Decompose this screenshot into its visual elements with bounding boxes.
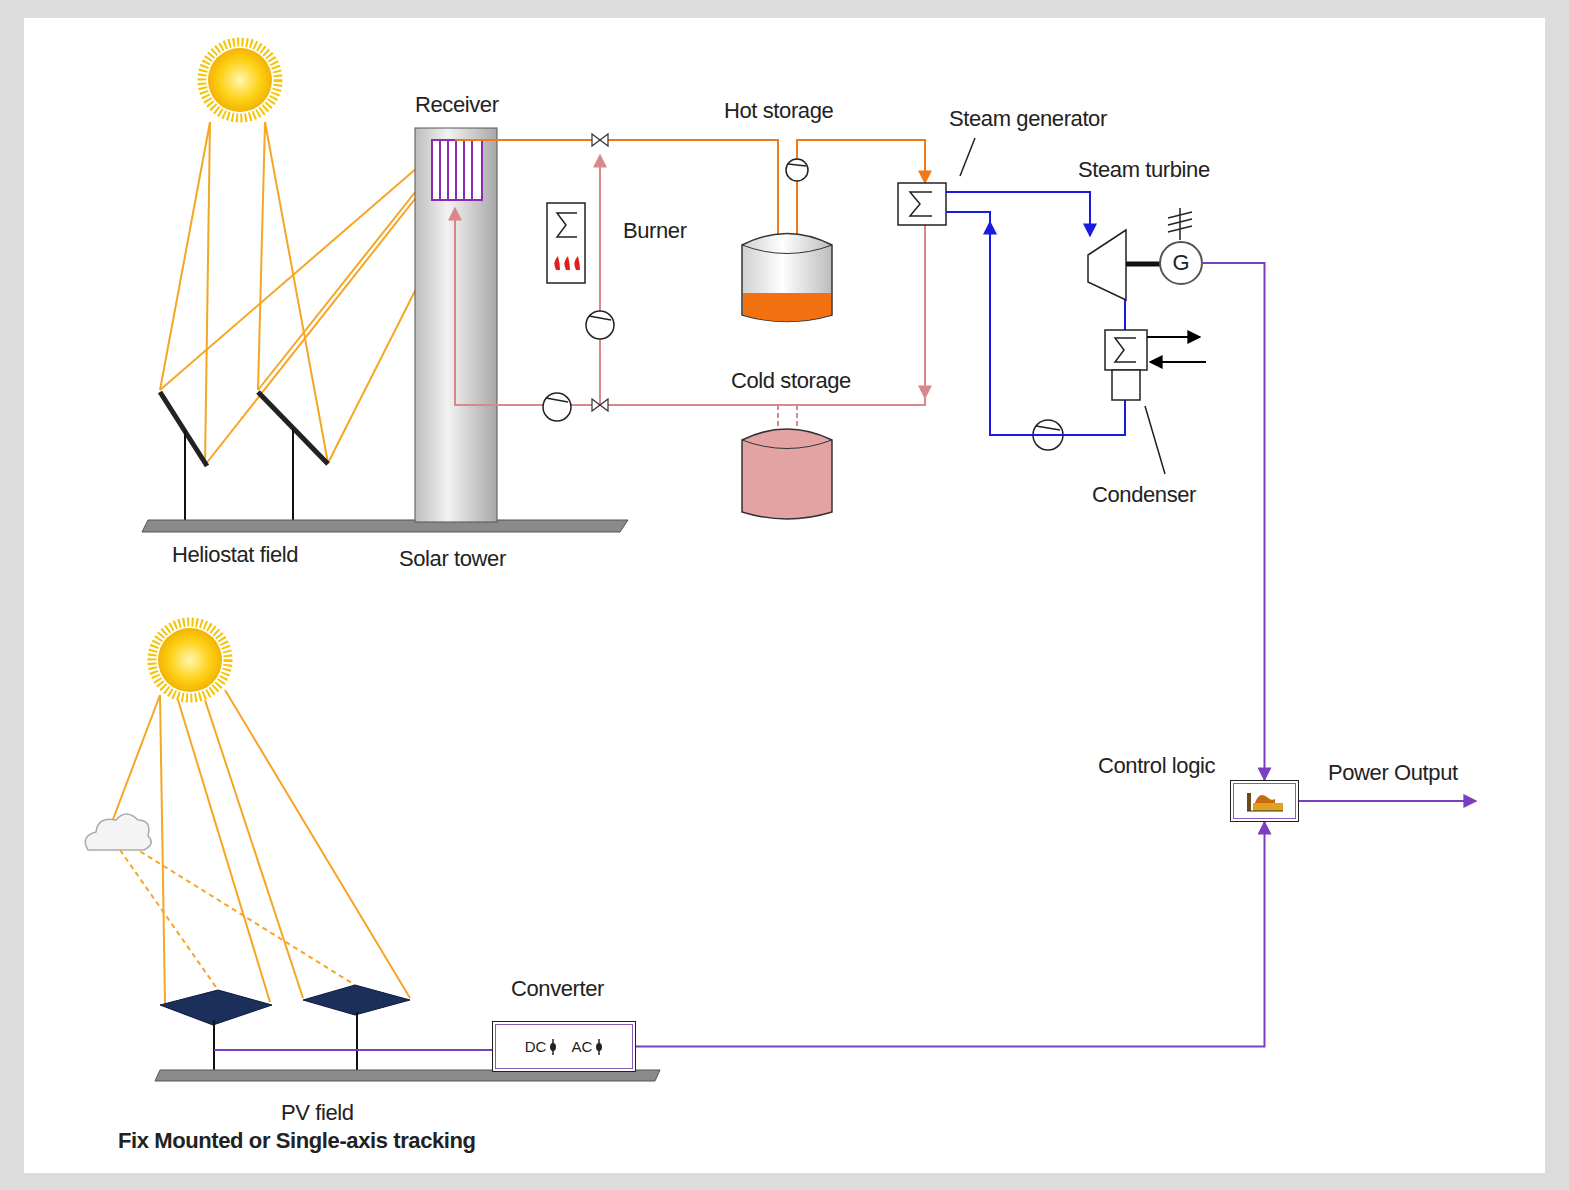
part-label: Hot storage	[724, 98, 833, 123]
part-label: Solar tower	[399, 546, 506, 571]
steam-turbine	[1088, 208, 1192, 300]
heliostats	[142, 392, 628, 532]
condenser	[1105, 330, 1206, 400]
cold-tank	[742, 429, 832, 519]
node-heading: Converter	[511, 976, 604, 1001]
power-wire	[1203, 263, 1265, 780]
converter-box: ConverterDCAC	[492, 1021, 636, 1072]
part-label: Cold storage	[731, 368, 851, 393]
water-loop	[946, 192, 1125, 435]
steam-generator	[898, 183, 946, 225]
node-text-group: G	[1172, 250, 1189, 276]
leader-line	[1145, 406, 1165, 474]
control-logic-box: Control logic	[1230, 780, 1299, 822]
pumps	[543, 159, 1063, 450]
node-content: DC AC	[493, 1022, 635, 1071]
cloud	[85, 814, 151, 850]
salt-loop	[455, 140, 925, 500]
terminal-symbol	[549, 1039, 557, 1055]
control-icon	[1245, 789, 1285, 813]
generator-letter: G	[1172, 250, 1189, 276]
valves	[592, 134, 608, 411]
pv-sun	[152, 622, 228, 698]
node-content	[1231, 781, 1298, 821]
part-label: Heliostat field	[172, 542, 298, 567]
node-content: G	[1161, 243, 1201, 283]
part-label: Burner	[623, 218, 687, 243]
power-output-arrow	[1299, 800, 1476, 802]
generator-circle: G	[1159, 241, 1203, 285]
part-label: Steam generator	[949, 106, 1107, 131]
converter-side: AC	[571, 1038, 592, 1055]
part-label: Power Output	[1328, 760, 1458, 785]
panel	[24, 18, 1545, 1173]
node-heading: Control logic	[1098, 753, 1215, 778]
part-label: Fix Mounted or Single-axis tracking	[118, 1128, 476, 1153]
hot-tank	[742, 234, 832, 322]
csp-sun	[202, 42, 278, 118]
node-text-group: AC	[571, 1038, 603, 1055]
leader-line	[960, 138, 975, 176]
terminal-symbol	[595, 1039, 603, 1055]
converter-side: DC	[525, 1038, 547, 1055]
part-label: Steam turbine	[1078, 157, 1210, 182]
power-wire	[636, 822, 1265, 1047]
part-label: Condenser	[1092, 482, 1196, 507]
pv-rays	[112, 690, 410, 1003]
part-label: Receiver	[415, 92, 499, 117]
burner	[547, 203, 585, 283]
node-text-group: DC	[525, 1038, 558, 1055]
part-label: PV field	[281, 1100, 354, 1125]
